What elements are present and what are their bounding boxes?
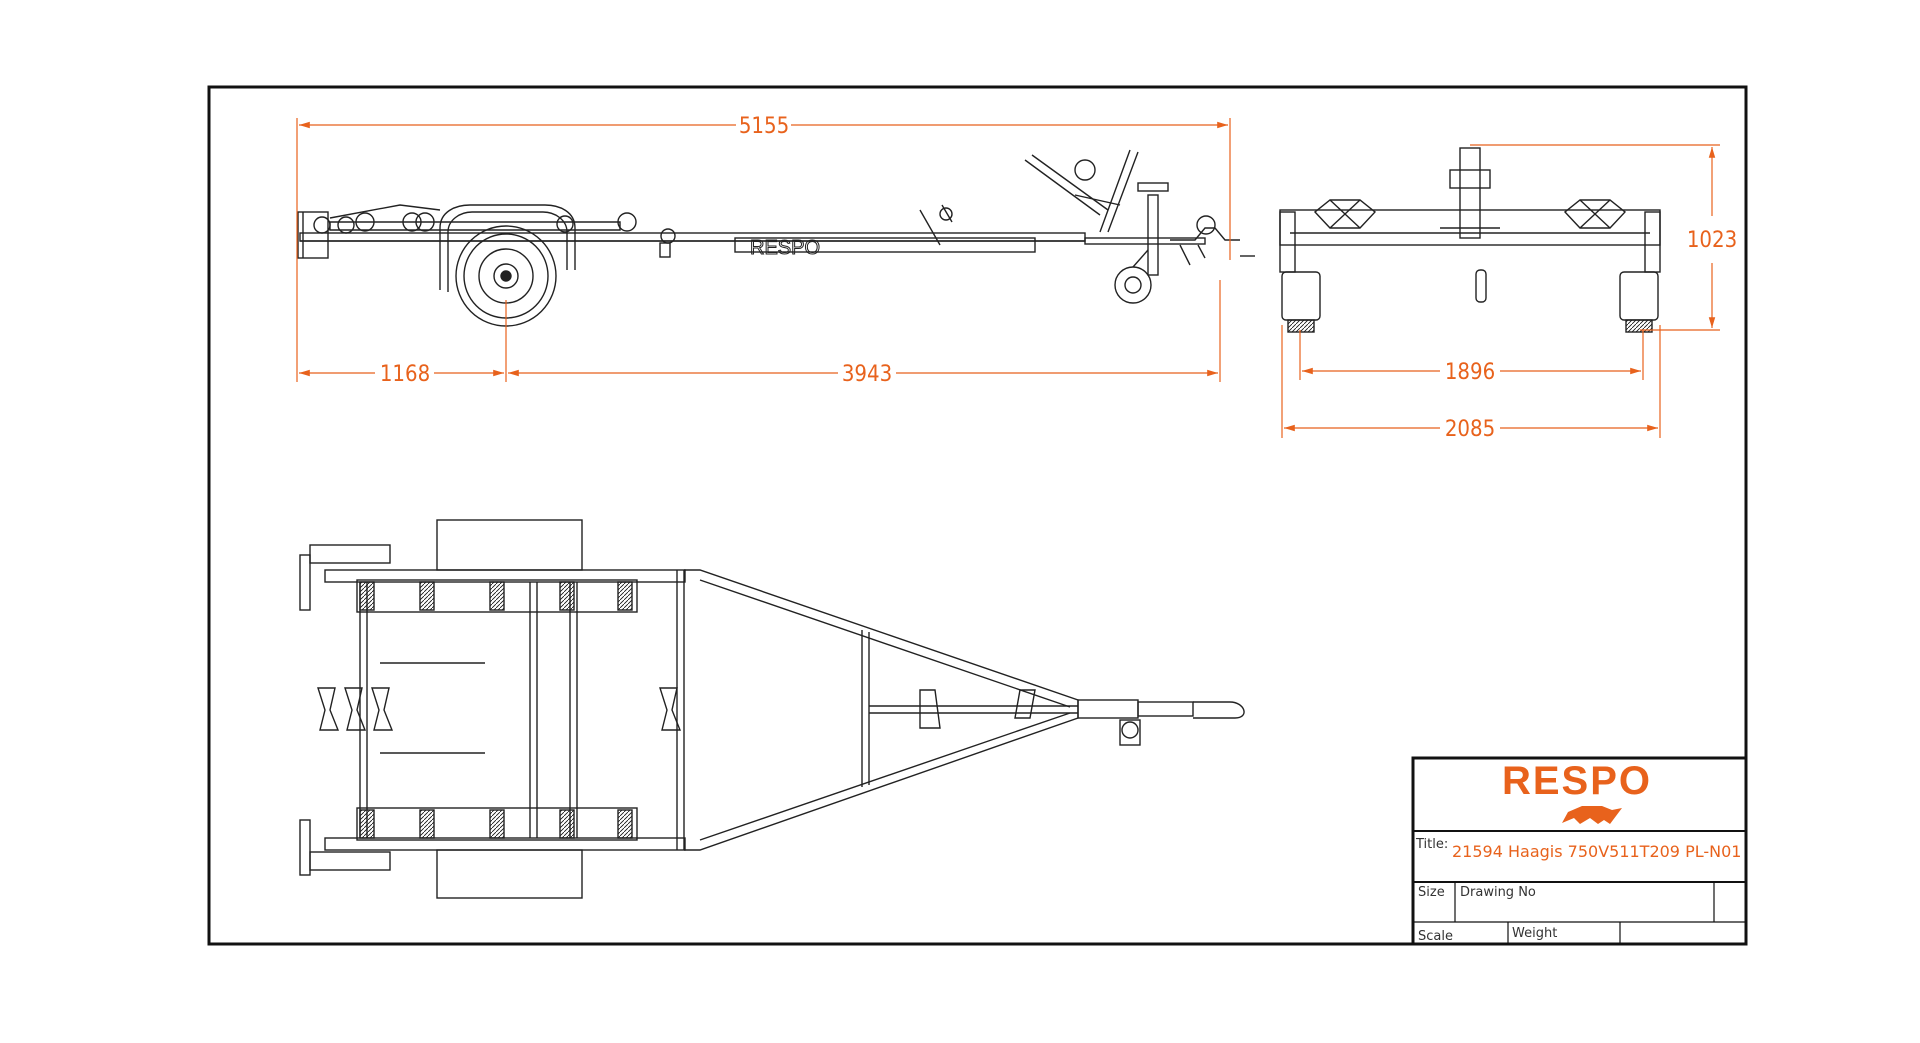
dim-axle-to-coupling: 3943 [842, 362, 892, 387]
drawing-no-label: Drawing No [1460, 885, 1536, 900]
scale-label: Scale [1418, 929, 1453, 944]
front-view [1279, 147, 1661, 333]
respo-logo-icon [1562, 806, 1622, 824]
top-view [299, 519, 1245, 899]
title-label: Title: [1415, 837, 1448, 852]
dim-overall-width: 2085 [1445, 417, 1495, 442]
dim-rear-to-axle: 1168 [380, 362, 430, 387]
size-label: Size [1418, 885, 1445, 900]
respo-logo: RESPO [1502, 759, 1652, 803]
side-view: RESPO [297, 149, 1255, 327]
frame-lettering: RESPO [750, 237, 820, 259]
dim-height: 1023 [1687, 228, 1737, 253]
drawing-title: 21594 Haagis 750V511T209 PL-N01 [1452, 842, 1741, 861]
dimensions [296, 118, 1720, 438]
drawing-border [207, 85, 1748, 946]
dim-overall-length: 5155 [739, 114, 789, 139]
weight-label: Weight [1512, 926, 1557, 941]
title-block [1411, 756, 1748, 946]
dim-track-width: 1896 [1445, 360, 1495, 385]
